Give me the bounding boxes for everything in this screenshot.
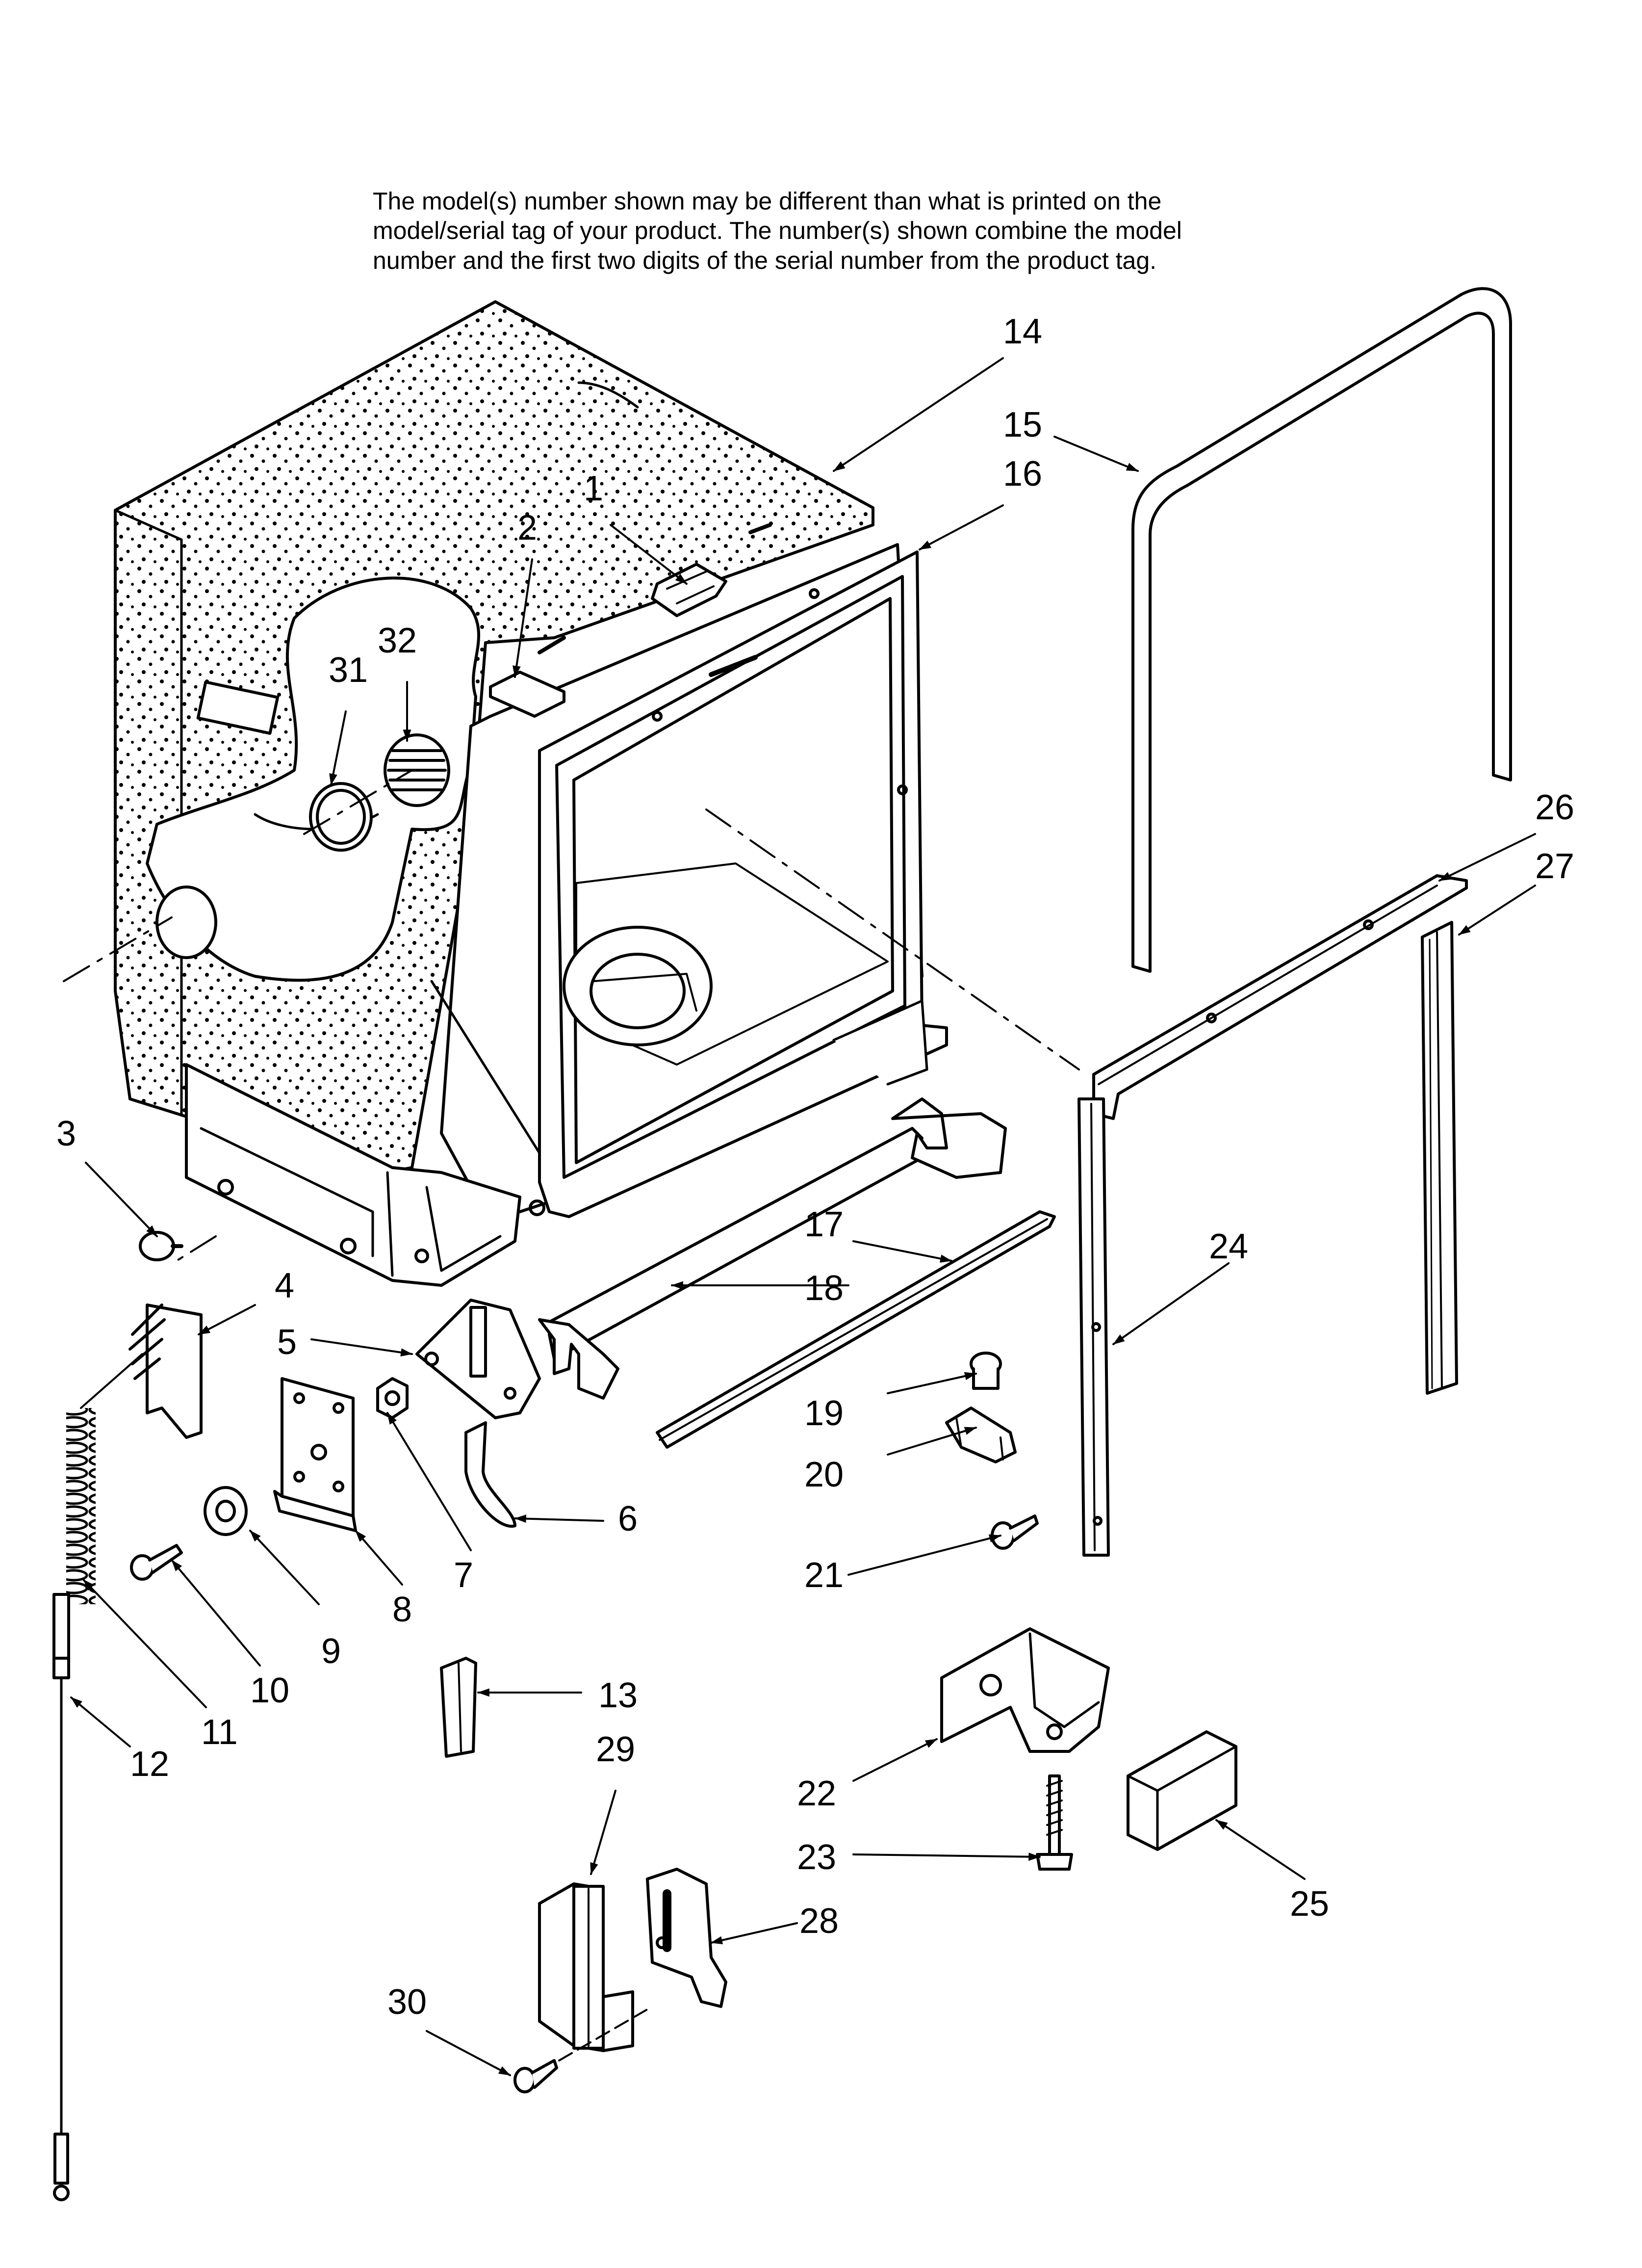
callout-17: 17 (804, 1205, 844, 1244)
callout-15: 15 (1003, 405, 1042, 444)
callout-1: 1 (584, 469, 603, 508)
part-31-grommet (309, 782, 373, 852)
part-15-door-gasket (1131, 287, 1512, 973)
callout-18: 18 (804, 1269, 844, 1308)
callout-10: 10 (250, 1671, 289, 1710)
callout-5: 5 (277, 1323, 297, 1362)
part-4-bracket (128, 1303, 203, 1439)
alignment-lines (63, 769, 1080, 1262)
model-note-line-2: model/serial tag of your product. The nu… (373, 217, 1182, 244)
callout-25: 25 (1290, 1884, 1329, 1924)
callout-23: 23 (797, 1838, 836, 1877)
callout-20: 20 (804, 1455, 844, 1494)
blanket-slot (196, 680, 280, 735)
part-11-spring (66, 1353, 143, 1604)
part-1-latch (651, 563, 727, 617)
callout-11: 11 (201, 1713, 238, 1752)
callout-27: 27 (1535, 847, 1574, 886)
part-20-bracket (945, 1407, 1017, 1463)
part-9-pulley (204, 1486, 248, 1536)
callout-22: 22 (797, 1774, 836, 1813)
callout-14: 14 (1003, 312, 1042, 351)
callout-16: 16 (1003, 454, 1042, 494)
part-6-hook (464, 1421, 516, 1528)
drain-hole (155, 886, 217, 959)
callout-4: 4 (275, 1266, 294, 1305)
model-note-line-3: number and the first two digits of the s… (373, 247, 1157, 274)
callout-labels: 1 2 3 4 5 6 7 8 9 10 11 12 13 14 15 16 1… (56, 312, 1574, 2022)
callout-6: 6 (618, 1499, 638, 1538)
part-10-pin (130, 1544, 183, 1581)
blanket-cutout (146, 576, 480, 982)
callout-31: 31 (329, 651, 368, 690)
part-24-side-strip (1078, 1097, 1110, 1557)
tub-base (185, 1063, 521, 1287)
model-note-line-1: The model(s) number shown may be differe… (373, 187, 1162, 215)
callout-12: 12 (130, 1745, 169, 1784)
callout-30: 30 (387, 1982, 427, 2022)
part-12-cable (52, 1593, 70, 2201)
part-25-cover (1127, 1730, 1237, 1851)
part-19-button (970, 1352, 1002, 1390)
part-17-strip (656, 1210, 1056, 1449)
part-18-rail (538, 1097, 1007, 1400)
part-28-bracket (646, 1868, 727, 2008)
callout-26: 26 (1535, 788, 1574, 827)
callout-8: 8 (392, 1590, 412, 1629)
callout-3: 3 (56, 1114, 76, 1153)
callout-9: 9 (321, 1632, 341, 1671)
leader-lines (70, 357, 1536, 2076)
part-7-nut (376, 1377, 409, 1419)
part-13-clip (440, 1657, 477, 1758)
callout-32: 32 (378, 621, 417, 660)
part-22-leveling-bracket (940, 1627, 1110, 1753)
part-21-screw (991, 1514, 1039, 1550)
part-30-screw (513, 2006, 653, 2093)
part-8-plate (273, 1377, 357, 1532)
callout-24: 24 (1209, 1227, 1248, 1266)
callout-28: 28 (799, 1902, 839, 1941)
callout-21: 21 (804, 1556, 844, 1595)
callout-29: 29 (596, 1730, 635, 1769)
callout-7: 7 (454, 1556, 473, 1595)
part-27-side-strip (1421, 921, 1458, 1395)
part-29-panel (538, 1882, 634, 2052)
part-32-vent (384, 733, 450, 807)
callout-19: 19 (804, 1394, 844, 1433)
callout-13: 13 (598, 1676, 638, 1715)
part-3-plug (139, 1231, 183, 1261)
part-23-leveling-leg (1036, 1774, 1073, 1871)
callout-2: 2 (517, 508, 537, 547)
part-5-hinge-bracket (415, 1299, 541, 1419)
dishwasher-tub-assembly (114, 300, 948, 1287)
